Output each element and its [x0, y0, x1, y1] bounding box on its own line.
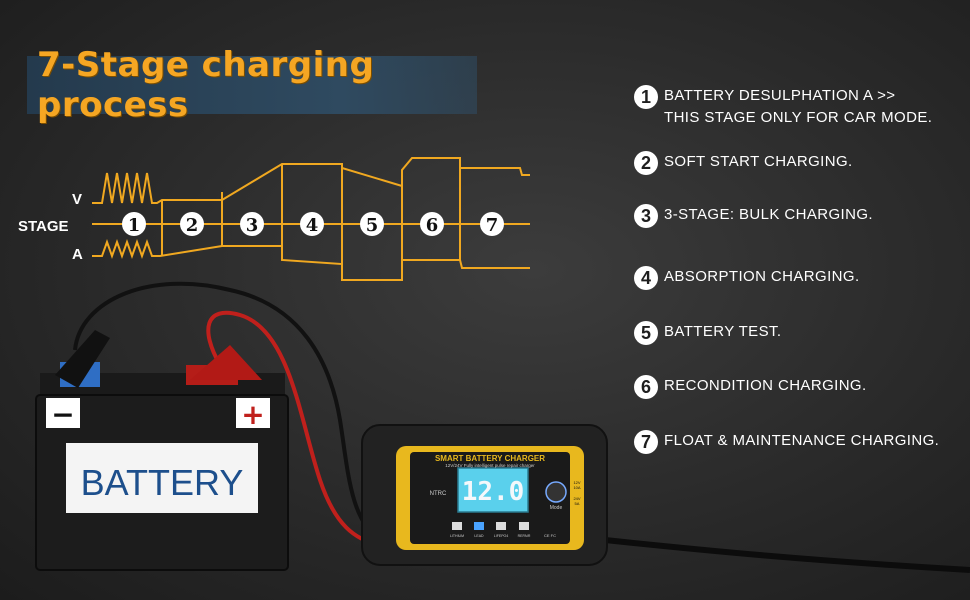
stage-item-4: 4 ABSORPTION CHARGING.	[634, 266, 860, 290]
charging-stage-diagram: V STAGE A 1 2 3 4 5 6 7	[18, 157, 530, 281]
stage-marker-4: 4	[300, 212, 324, 236]
stage-description-1: BATTERY DESULPHATION A >> THIS STAGE ONL…	[664, 87, 933, 126]
stage-number-6: 6	[634, 375, 658, 399]
stage-number-2: 2	[634, 151, 658, 175]
charger-subtitle: 12V/24V Fully intelligent pulse repair c…	[445, 463, 535, 468]
charger-icon-label-lead: LEAD	[474, 534, 484, 538]
stage-item-1: 1 BATTERY DESULPHATION A >> THIS STAGE O…	[634, 85, 932, 129]
charger	[361, 424, 608, 566]
stage-marker-5: 5	[360, 212, 384, 236]
charger-icon-label-repair: REPAIR	[518, 534, 531, 538]
stage-description-5: BATTERY TEST.	[664, 323, 782, 340]
a-axis-label: A	[72, 246, 83, 263]
battery-plus-sign: +	[241, 398, 264, 431]
charger-icon-label-lithium: LITHIUM	[450, 534, 464, 538]
red-cable	[206, 310, 381, 547]
charger-brand: NTRC	[430, 491, 447, 497]
charger-icon-label-lifepo4: LIFEPO4	[494, 534, 508, 538]
svg-text:6: 6	[426, 215, 439, 236]
v-axis-label: V	[72, 191, 82, 208]
svg-text:3: 3	[246, 215, 259, 236]
stage-item-6: 6 RECONDITION CHARGING.	[634, 375, 867, 399]
battery-label: BATTERY	[81, 462, 244, 503]
stage-description-3: 3-STAGE: BULK CHARGING.	[664, 206, 873, 223]
stage-number-3: 3	[634, 204, 658, 228]
stage-item-5: 5 BATTERY TEST.	[634, 321, 781, 345]
stage-marker-3: 3	[240, 212, 264, 236]
charger-10a-label: 10A	[573, 485, 580, 490]
charger-cert-label: CE FC	[544, 533, 556, 538]
stage-number-5: 5	[634, 321, 658, 345]
svg-text:1: 1	[128, 215, 141, 236]
charger-12v-label: 12V	[573, 480, 580, 485]
stage-item-2: 2 SOFT START CHARGING.	[634, 151, 853, 175]
charger-5a-label: 5A	[575, 501, 580, 506]
stage-item-7: 7 FLOAT & MAINTENANCE CHARGING.	[634, 430, 939, 454]
charger-24v-label: 24V	[573, 496, 580, 501]
stage-number-7: 7	[634, 430, 658, 454]
stage-item-3: 3 3-STAGE: BULK CHARGING.	[634, 204, 873, 228]
stage-list: 1 BATTERY DESULPHATION A >> THIS STAGE O…	[634, 0, 970, 600]
charger-mode-label: Mode	[550, 505, 563, 511]
stage-description-6: RECONDITION CHARGING.	[664, 377, 867, 394]
stage-marker-7: 7	[480, 212, 504, 236]
stage-description-2: SOFT START CHARGING.	[664, 153, 853, 170]
svg-text:2: 2	[186, 215, 199, 236]
voltage-waveform	[92, 157, 530, 281]
battery-minus-sign: −	[51, 398, 74, 431]
stage-description-7: FLOAT & MAINTENANCE CHARGING.	[664, 432, 940, 449]
stage-number-markers: 1 2 3 4 5 6 7	[122, 212, 504, 236]
svg-text:5: 5	[366, 215, 379, 236]
stage-number-4: 4	[634, 266, 658, 290]
stage-description-4: ABSORPTION CHARGING.	[664, 268, 860, 285]
stage-marker-2: 2	[180, 212, 204, 236]
charger-title: SMART BATTERY CHARGER	[435, 454, 545, 463]
svg-text:7: 7	[486, 215, 499, 236]
charger-display-value: 12.0	[462, 477, 525, 507]
stage-axis-label: STAGE	[18, 218, 69, 235]
page-title: 7-Stage charging process	[37, 45, 375, 125]
title-banner: 7-Stage charging process	[27, 45, 477, 125]
stage-number-1: 1	[634, 85, 658, 109]
battery	[35, 330, 289, 571]
stage-marker-1: 1	[122, 212, 146, 236]
stage-marker-6: 6	[420, 212, 444, 236]
svg-text:4: 4	[306, 215, 319, 236]
black-cable	[73, 281, 382, 542]
